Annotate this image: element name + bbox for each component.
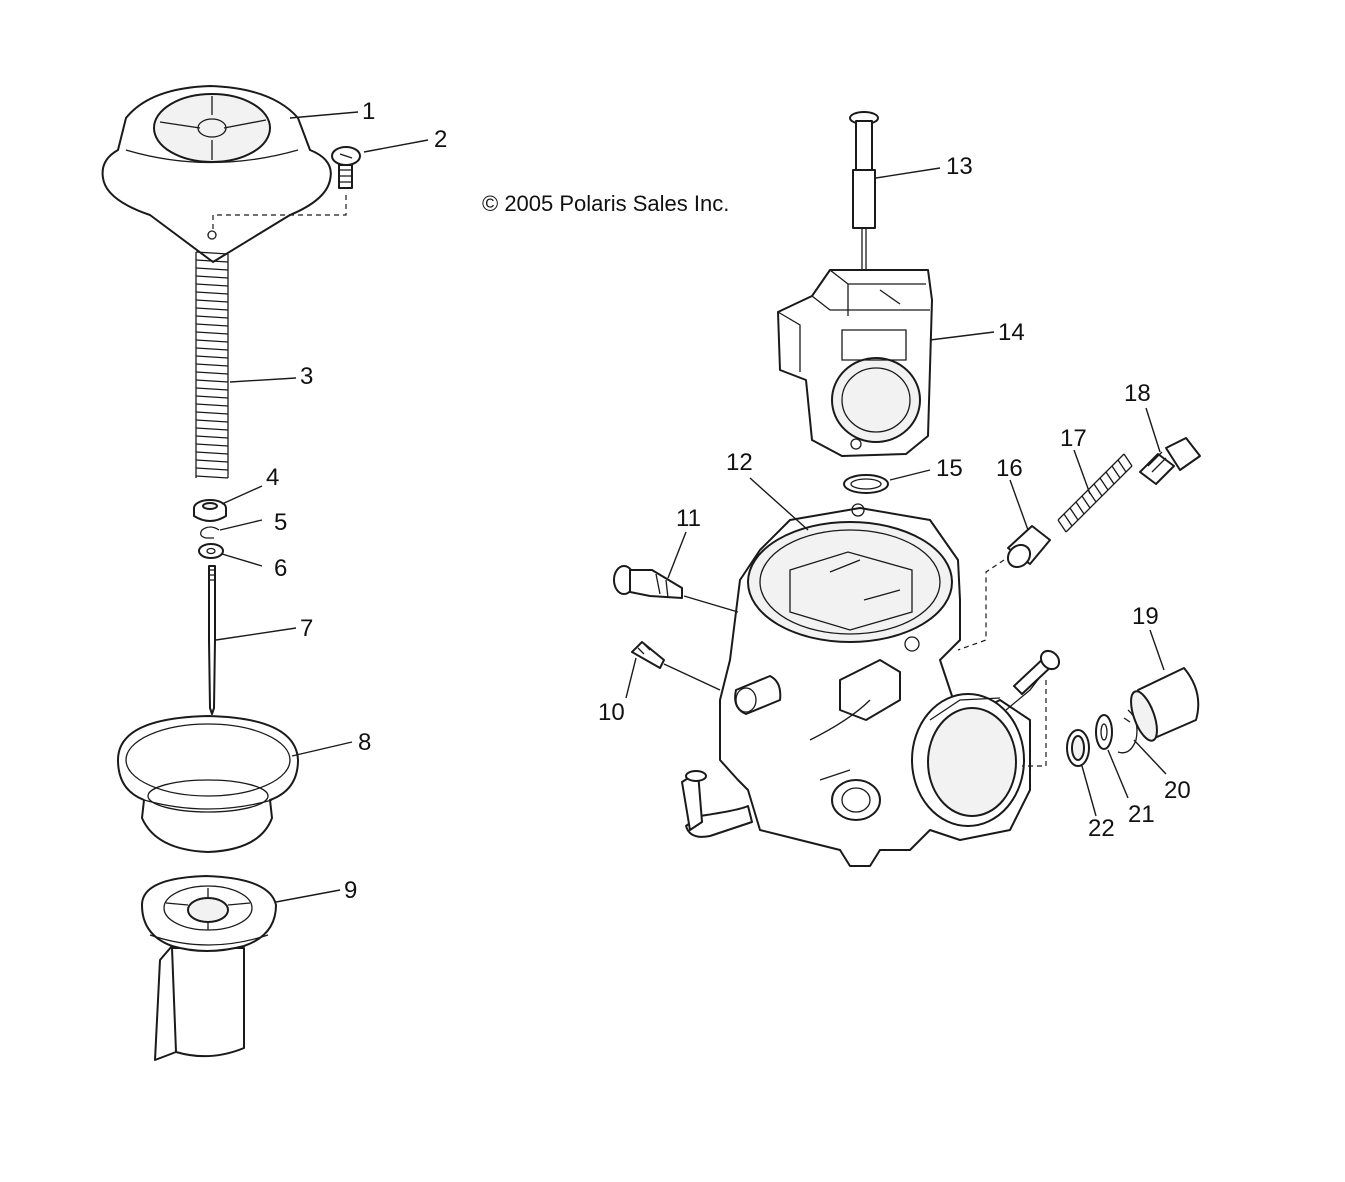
callout-9: 9	[344, 877, 357, 904]
leader-lines	[215, 111, 1167, 903]
part-12-main-body	[681, 503, 1061, 867]
callout-6: 6	[274, 555, 287, 582]
part-2-screw	[331, 146, 361, 189]
part-5-e-clip	[200, 526, 220, 539]
callout-5: 5	[274, 509, 287, 536]
part-2-assembly-line	[212, 195, 347, 232]
callout-12: 12	[726, 449, 753, 476]
callout-3: 3	[300, 363, 313, 390]
callout-11: 11	[676, 505, 701, 532]
part-13-adjust-rod	[849, 111, 879, 310]
callout-17: 17	[1060, 425, 1087, 452]
part-19-cap	[1130, 667, 1200, 742]
callout-22: 22	[1088, 815, 1115, 842]
part-15-o-ring	[843, 474, 889, 494]
part-11-screw	[613, 565, 683, 599]
part-8-diaphragm	[117, 715, 299, 853]
part-4-spring-seat	[193, 499, 227, 522]
part-1-top-cover	[101, 85, 332, 263]
part-11-assembly-line	[683, 595, 739, 613]
part-18-plug	[1139, 437, 1201, 485]
callout-10: 10	[598, 699, 625, 726]
part-6-washer	[198, 543, 224, 559]
part-20-e-clip	[1117, 709, 1138, 754]
part-17-spring	[1057, 453, 1133, 533]
part-10-assembly-line	[663, 663, 721, 691]
callout-1: 1	[362, 98, 375, 125]
part-10-pilot-screw	[631, 641, 665, 669]
callout-21: 21	[1128, 801, 1155, 828]
callout-16: 16	[996, 455, 1023, 482]
part-22-bushing	[1066, 729, 1090, 767]
callout-15: 15	[936, 455, 963, 482]
part-3-spring	[195, 251, 229, 479]
callout-2: 2	[434, 126, 447, 153]
right-side-assembly-line	[957, 559, 1047, 767]
part-14-throttle-housing	[777, 269, 933, 457]
copyright-notice: © 2005 Polaris Sales Inc.	[482, 191, 729, 216]
part-21-washer	[1095, 714, 1113, 750]
callout-4: 4	[266, 464, 279, 491]
callout-19: 19	[1132, 603, 1159, 630]
callout-18: 18	[1124, 380, 1151, 407]
callout-7: 7	[300, 615, 313, 642]
part-16-plunger	[1006, 525, 1051, 569]
callout-20: 20	[1164, 777, 1191, 804]
callout-13: 13	[946, 153, 973, 180]
part-7-jet-needle	[208, 565, 216, 715]
callout-labels: 1 2 3 4 5 6 7 8 9 10 11 12 13 14 15 16 1…	[266, 98, 1191, 904]
callout-14: 14	[998, 319, 1025, 346]
part-9-throttle-slide	[141, 875, 277, 1061]
callout-8: 8	[358, 729, 371, 756]
